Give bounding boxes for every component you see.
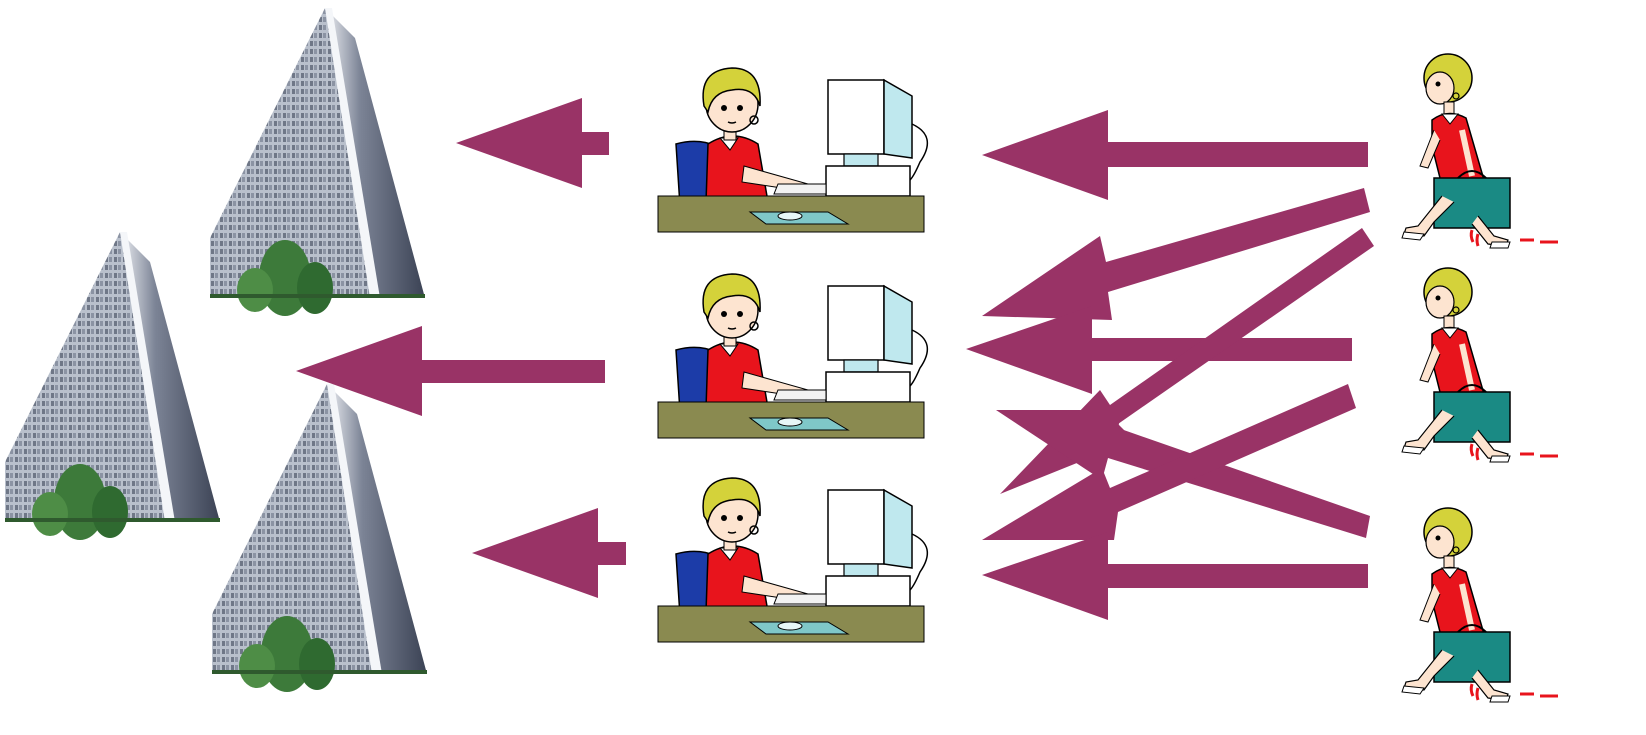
building-bottom xyxy=(212,384,427,692)
desk-worker-1 xyxy=(658,68,927,232)
walker-2 xyxy=(1402,268,1558,462)
desk-worker-2 xyxy=(658,274,927,438)
walker-3 xyxy=(1402,508,1558,702)
arrow-walker1-to-worker1 xyxy=(982,110,1368,200)
arrow-walker3-to-worker3 xyxy=(982,532,1368,620)
walker-1 xyxy=(1402,54,1558,248)
arrow-worker3-to-building xyxy=(472,508,626,598)
building-top xyxy=(210,8,425,316)
arrow-walker1-to-worker2 xyxy=(982,188,1370,320)
desk-worker-3 xyxy=(658,478,927,642)
building-left xyxy=(5,232,220,540)
arrow-worker1-to-building xyxy=(456,98,609,188)
